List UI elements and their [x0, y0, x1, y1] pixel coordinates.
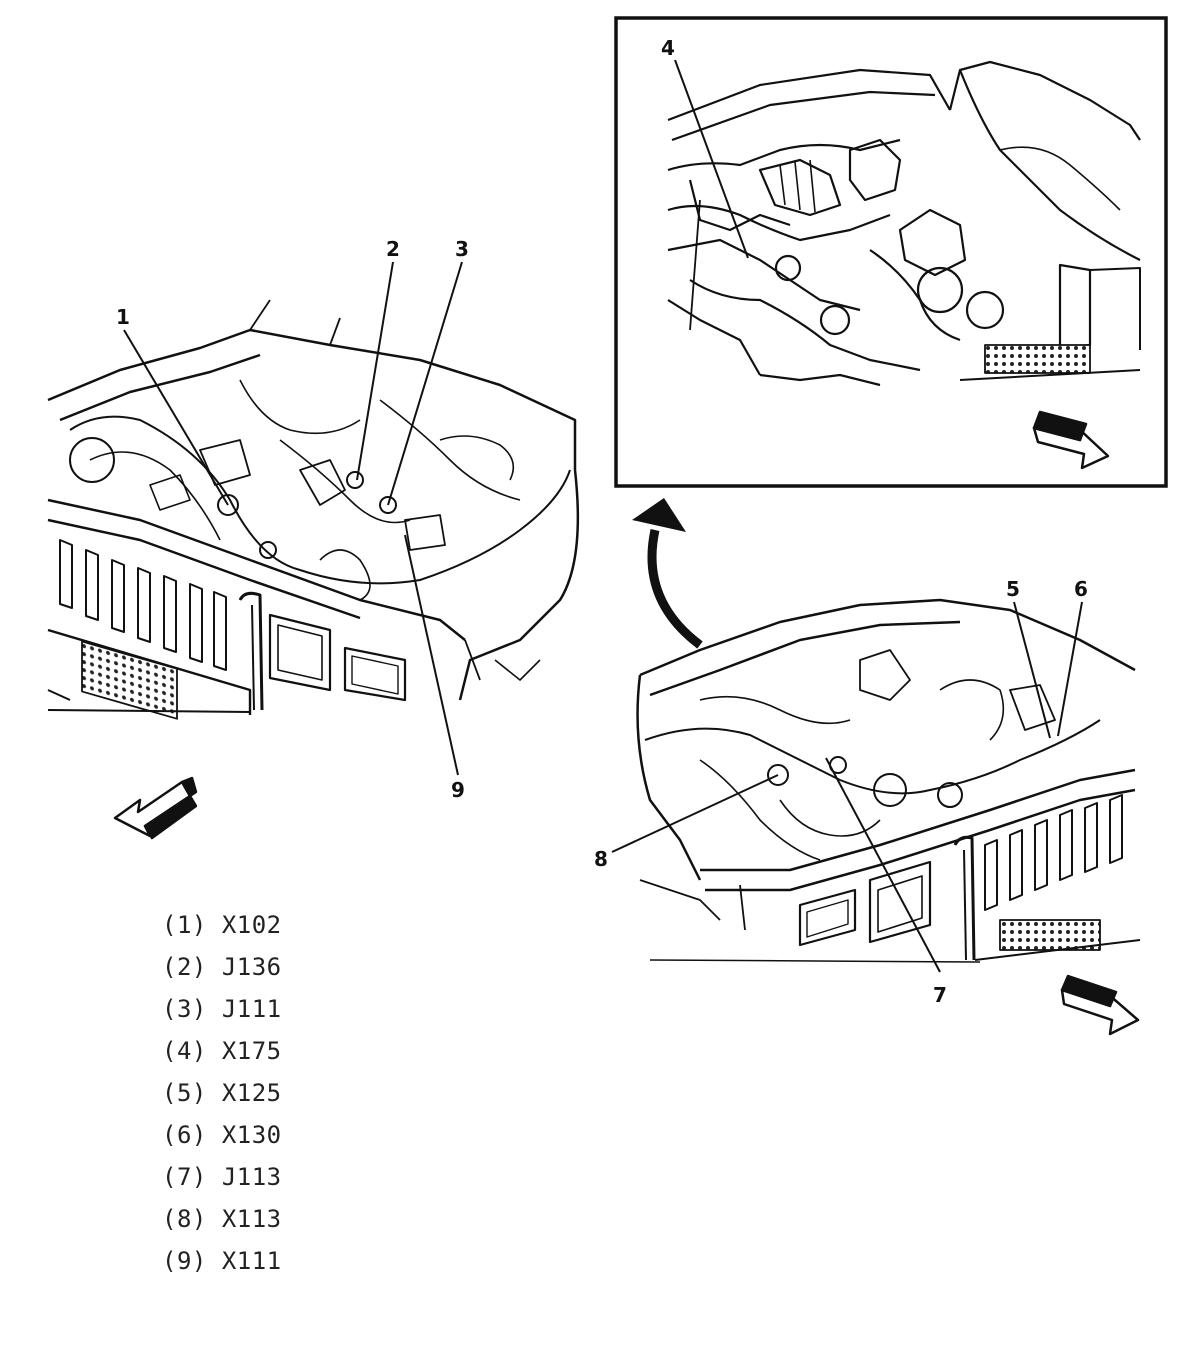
legend-item: (8) X113 — [162, 1205, 282, 1233]
detail-inset-frame — [614, 16, 1168, 488]
callout-3: 3 — [455, 237, 469, 261]
legend-item: (3) J111 — [162, 995, 282, 1023]
connector-legend: (1) X102 (2) J136 (3) J111 (4) X175 (5) … — [162, 904, 282, 1282]
legend-item: (6) X130 — [162, 1121, 282, 1149]
leader-lines-right — [611, 601, 1083, 973]
legend-item: (5) X125 — [162, 1079, 282, 1107]
legend-item: (7) J113 — [162, 1163, 282, 1191]
curved-arrow-icon — [632, 498, 703, 649]
rear-arrow-icon — [1032, 410, 1110, 470]
front-arrow-icon — [113, 776, 198, 840]
callout-9: 9 — [451, 778, 465, 802]
vehicle-left-illustration — [47, 299, 580, 720]
leader-lines-left — [123, 261, 463, 776]
callout-7: 7 — [933, 983, 947, 1007]
vehicle-right-illustration — [636, 598, 1141, 963]
leader-line-4 — [674, 59, 749, 259]
detail-inset-illustration — [667, 60, 1141, 387]
callout-5: 5 — [1006, 577, 1020, 601]
callout-1: 1 — [116, 305, 130, 329]
legend-item: (2) J136 — [162, 953, 282, 981]
callout-6: 6 — [1074, 577, 1088, 601]
legend-item: (4) X175 — [162, 1037, 282, 1065]
legend-item: (1) X102 — [162, 911, 282, 939]
legend-item: (9) X111 — [162, 1247, 282, 1275]
callout-4: 4 — [661, 36, 675, 60]
callout-8: 8 — [594, 847, 608, 871]
callout-2: 2 — [386, 237, 400, 261]
rear-arrow-icon-lower — [1060, 974, 1140, 1036]
